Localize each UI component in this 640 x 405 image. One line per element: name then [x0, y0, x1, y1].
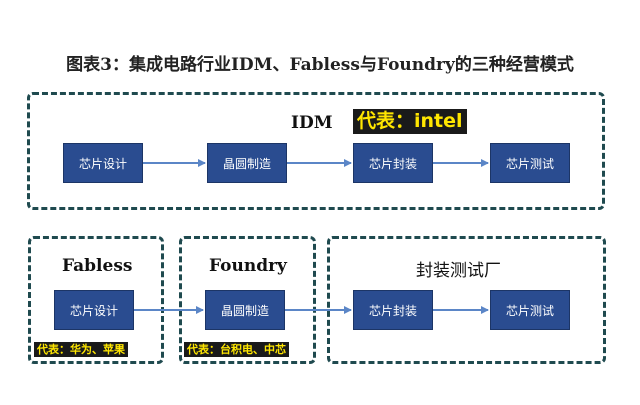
osat-step-testing: 芯片测试	[490, 290, 570, 330]
idm-step-packaging: 芯片封装	[353, 143, 433, 183]
fabless-label: Fabless	[62, 256, 133, 276]
fabless-group	[28, 236, 164, 364]
osat-label: 封装测试厂	[416, 261, 501, 281]
figure-title: 图表3：集成电路行业IDM、Fabless与Foundry的三种经营模式	[66, 55, 574, 75]
foundry-representative: 代表：台积电、中芯	[184, 342, 289, 357]
foundry-label: Foundry	[209, 256, 287, 276]
foundry-step-wafer-fab: 晶圆制造	[205, 290, 285, 330]
idm-label: IDM	[291, 113, 333, 133]
idm-step-chip-design: 芯片设计	[63, 143, 143, 183]
foundry-group	[179, 236, 316, 364]
osat-step-packaging: 芯片封装	[353, 290, 433, 330]
idm-step-wafer-fab: 晶圆制造	[207, 143, 287, 183]
osat-group	[327, 236, 606, 364]
idm-step-testing: 芯片测试	[490, 143, 570, 183]
idm-group	[27, 92, 605, 210]
fabless-representative: 代表：华为、苹果	[34, 342, 128, 357]
idm-representative: 代表：intel	[353, 109, 467, 134]
fabless-step-chip-design: 芯片设计	[54, 290, 134, 330]
